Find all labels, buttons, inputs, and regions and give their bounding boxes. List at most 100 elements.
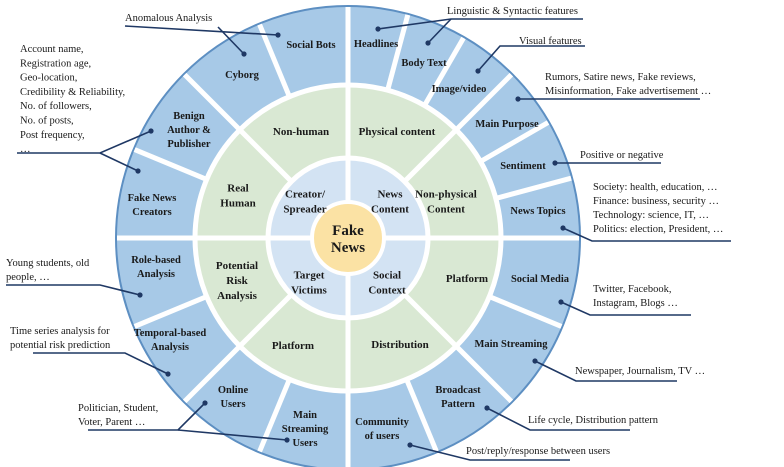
outer-label-line: Body Text: [401, 58, 447, 69]
annotation-anomalous: Anomalous Analysis: [125, 13, 212, 24]
outer-label: Social Media: [511, 274, 570, 285]
outer-label-line: Broadcast: [435, 385, 481, 396]
outer-label-line: Role-based: [131, 255, 181, 266]
middle-label-line: Content: [427, 204, 465, 216]
outer-label-line: Analysis: [151, 342, 189, 353]
outer-label-line: Main: [293, 410, 317, 421]
middle-label-line: Human: [220, 198, 255, 210]
leader-line: [560, 301, 691, 316]
annotation-line: Account name,: [20, 44, 84, 55]
annotation-line: potential risk prediction: [10, 340, 111, 351]
pointer-dot: [165, 371, 171, 377]
middle-label-line: Risk: [226, 275, 248, 287]
inner-label: Creator/Spreader: [283, 189, 326, 216]
outer-divider: [488, 294, 563, 329]
pointer-dot: [241, 51, 247, 57]
middle-divider: [402, 128, 458, 184]
center-line: Fake: [332, 223, 364, 239]
outer-divider: [133, 147, 208, 182]
leader-line: [486, 407, 630, 431]
leader-line: [124, 25, 279, 36]
leader-line: [477, 45, 585, 72]
outer-divider: [454, 344, 514, 404]
annotation-users: Politician, Student, Voter, Parent …: [78, 403, 158, 428]
pointer-dot: [375, 26, 381, 32]
annotation-purpose: Rumors, Satire news, Fake reviews,Misinf…: [545, 72, 711, 97]
annotation-line: No. of posts,: [20, 116, 74, 127]
annotation-line: Anomalous Analysis: [125, 13, 212, 24]
middle-divider: [402, 292, 458, 348]
annotation-line: people, …: [6, 272, 50, 283]
annotation-broadcast: Life cycle, Distribution pattern: [528, 415, 659, 426]
outer-label: Headlines: [354, 39, 398, 50]
annotation-sentiment: Positive or negative: [580, 150, 664, 161]
outer-label: Body Text: [401, 58, 447, 69]
outer-label: Sentiment: [500, 161, 546, 172]
middle-label-line: Non-human: [273, 126, 329, 138]
outer-label-line: of users: [365, 431, 400, 442]
pointer-dot: [552, 160, 558, 166]
annotation-line: Voter, Parent …: [78, 417, 145, 428]
leader-line: [217, 26, 245, 55]
center-circle: [310, 200, 386, 276]
pointer-dot: [558, 299, 564, 305]
outer-label-line: Streaming: [282, 424, 329, 435]
annotation-line: Visual features: [519, 36, 582, 47]
outer-label: News Topics: [510, 206, 565, 217]
outer-label-line: Social Bots: [286, 40, 335, 51]
leader-line: [177, 429, 288, 441]
outer-label-line: Analysis: [137, 269, 175, 280]
outer-divider: [257, 23, 292, 98]
outer-divider: [404, 378, 439, 453]
annotation-line: Society: health, education, …: [593, 182, 718, 193]
annotation-community: Post/reply/response between users: [466, 446, 610, 457]
outer-label-line: Online: [218, 385, 249, 396]
middle-label-line: Non-physical: [415, 189, 477, 201]
annotation-main-streaming: Newspaper, Journalism, TV …: [575, 366, 705, 377]
outer-divider: [495, 175, 572, 201]
pointer-dot: [515, 96, 521, 102]
leader-line: [99, 152, 139, 172]
middle-label: Non-human: [273, 126, 329, 138]
leader-line: [6, 284, 141, 296]
outer-label-line: Users: [220, 399, 245, 410]
middle-label-line: Platform: [272, 340, 314, 352]
annotation-line: Post frequency,: [20, 130, 85, 141]
middle-label: Platform: [272, 340, 314, 352]
annotation-line: Instagram, Blogs …: [593, 298, 678, 309]
annotation-line: Politician, Student,: [78, 403, 158, 414]
annotation-line: Politics: election, President, …: [593, 224, 723, 235]
annotation-line: Finance: business, security …: [593, 196, 719, 207]
inner-label-line: Social: [373, 270, 401, 282]
outer-label-line: Main Purpose: [475, 119, 539, 130]
annotation-line: …: [20, 144, 31, 155]
annotation-line: No. of followers,: [20, 101, 92, 112]
pointer-dot: [275, 32, 281, 38]
inner-label-line: Target: [294, 270, 325, 282]
pointer-dot: [425, 40, 431, 46]
annotation-visual: Visual features: [519, 36, 582, 47]
annotation-linguistic: Linguistic & Syntactic features: [447, 6, 578, 17]
annotation-social-media: Twitter, Facebook,Instagram, Blogs …: [593, 284, 678, 309]
annotation-line: Registration age,: [20, 58, 91, 69]
outer-label-line: Pattern: [441, 399, 475, 410]
middle-label-line: Analysis: [217, 290, 257, 302]
annotation-line: Geo-location,: [20, 73, 77, 84]
middle-label-line: Real: [227, 183, 248, 195]
outer-divider: [182, 344, 242, 404]
annotation-line: Newspaper, Journalism, TV …: [575, 366, 705, 377]
outer-label-line: Creators: [132, 207, 171, 218]
annotation-line: Technology: science, IT, …: [593, 210, 709, 221]
outer-divider: [454, 72, 514, 132]
